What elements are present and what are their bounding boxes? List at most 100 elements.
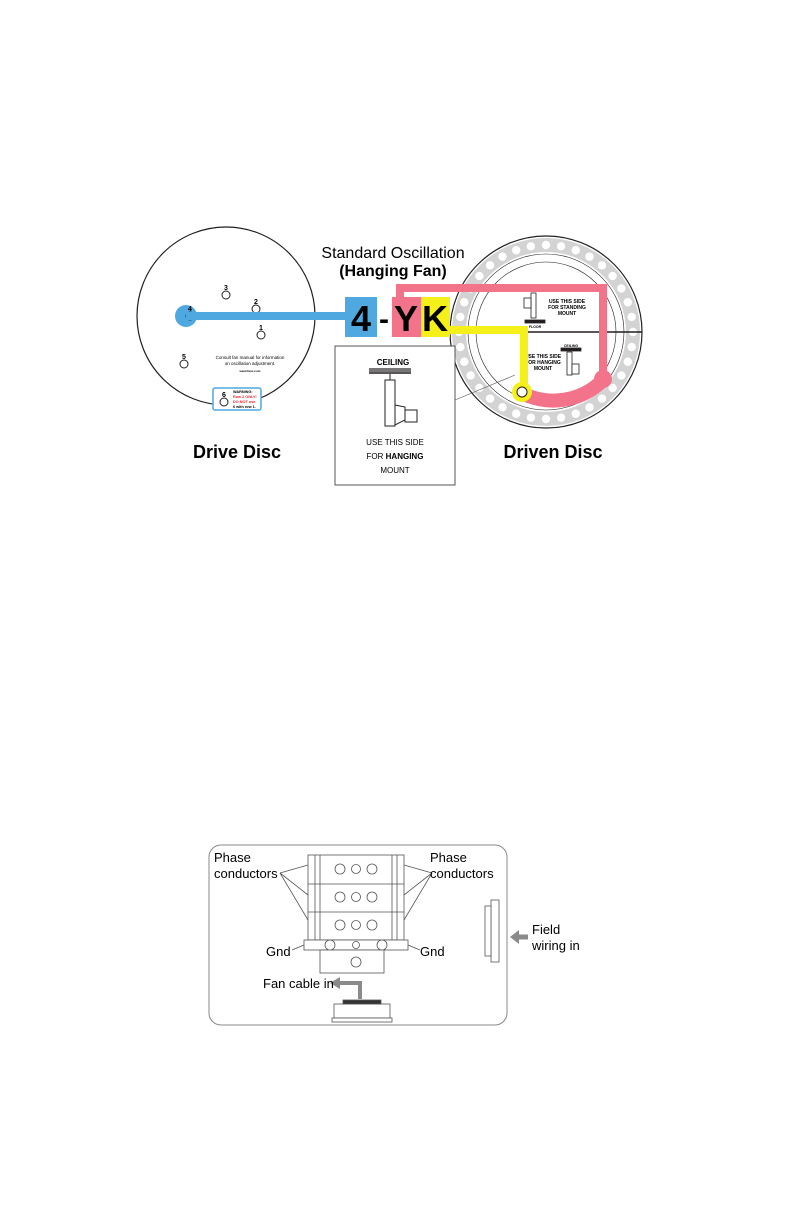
inset-line-1: USE THIS SIDE: [366, 438, 424, 447]
terminal-screw: [351, 864, 361, 874]
gnd-right-label: Gnd: [420, 944, 445, 959]
drive-note-2: on oscillation adjustment.: [225, 361, 276, 366]
standing-fan-icon: [523, 292, 546, 324]
phase-left-label-2: conductors: [214, 866, 278, 881]
pink-path: [396, 284, 607, 380]
code-y-box: [392, 297, 421, 337]
ring-hole: [485, 261, 495, 270]
hanging-inset: CEILING USE THIS SIDE FOR HANGING MOUNT: [334, 345, 456, 486]
ceiling-label: CEILING: [564, 344, 578, 348]
terminal-screw: [334, 891, 346, 903]
terminal-screw: [351, 892, 361, 902]
ring-hole: [608, 271, 617, 281]
ring-hole: [512, 246, 521, 255]
fan-cable-arrow-head: [330, 977, 340, 989]
drive-website: www.fans.com: [239, 369, 261, 373]
floor-label: FLOOR: [529, 325, 542, 329]
ring-hole: [498, 403, 507, 412]
code-dash: -: [379, 303, 389, 336]
drive-note-1: Consult fan manual for information: [216, 355, 285, 360]
hanging-line-3: MOUNT: [534, 366, 552, 372]
warning-line-3: 6 with row 1.: [233, 405, 256, 409]
diagram-subtitle: (Hanging Fan): [339, 263, 447, 280]
hanging-fan-icon: [560, 347, 582, 376]
ring-hole: [617, 371, 626, 380]
ring-hole: [627, 342, 636, 352]
terminal-block: [279, 854, 500, 1023]
terminal-screw: [366, 863, 378, 875]
ring-hole: [456, 342, 465, 352]
ring-hole: [541, 240, 551, 250]
terminal-screw: [334, 919, 346, 931]
hole-3-label: 3: [224, 285, 228, 292]
ring-hole: [571, 246, 580, 255]
driven-disc-label: Driven Disc: [503, 442, 602, 462]
ring-hole: [526, 413, 536, 422]
ring-hole: [475, 271, 484, 281]
ring-hole: [585, 403, 594, 412]
terminal-screw: [351, 920, 361, 930]
terminal-screw: [334, 863, 346, 875]
hole-2-label: 2: [254, 299, 258, 306]
code-y: Y: [394, 298, 418, 339]
code-k-box: [421, 297, 450, 337]
ring-hole: [512, 409, 521, 418]
hole-4-label: 4: [188, 306, 192, 313]
code-k: K: [422, 298, 448, 339]
terminal-screw: [366, 919, 378, 931]
ring-hole: [571, 409, 580, 418]
code-4-box: [345, 297, 377, 337]
ring-hole: [597, 394, 607, 403]
hanging-line-1: USE THIS SIDE: [525, 354, 562, 360]
code-number: 4: [351, 298, 371, 339]
gnd-left-label: Gnd: [266, 944, 291, 959]
ring-hole: [485, 394, 495, 403]
phase-left-label-1: Phase: [214, 850, 251, 865]
ring-hole: [623, 357, 632, 366]
ring-hole: [617, 284, 626, 293]
ring-hole: [460, 298, 469, 307]
inset-fan-icon: [384, 374, 418, 427]
hole-6-label: 6: [222, 392, 226, 399]
hanging-line-2: FOR HANGING: [525, 360, 561, 366]
warning-title: WARNING:: [233, 390, 253, 394]
warning-line-2: DO NOT use: [233, 400, 255, 404]
ring-hole: [475, 383, 484, 393]
ring-hole: [498, 252, 507, 261]
warning-line-1: Row 2 ONLY!: [233, 395, 257, 399]
ring-hole: [597, 261, 607, 270]
inset-line-3: MOUNT: [380, 466, 409, 475]
yellow-path: [450, 326, 528, 388]
standing-line-1: USE THIS SIDE: [549, 299, 586, 305]
callout-line: [454, 374, 516, 401]
drive-disc-label: Drive Disc: [193, 442, 281, 462]
terminal-screw: [366, 891, 378, 903]
standing-line-3: MOUNT: [558, 311, 576, 317]
fan-cable-label: Fan cable in: [263, 976, 334, 991]
ring-hole: [623, 298, 632, 307]
ring-hole: [556, 413, 566, 422]
phase-right-label-2: conductors: [430, 866, 494, 881]
hole-5-label: 5: [182, 354, 186, 361]
ring-hole: [585, 252, 594, 261]
phase-right-label-1: Phase: [430, 850, 467, 865]
inset-ceiling: CEILING: [377, 358, 409, 367]
ring-hole: [456, 312, 465, 322]
inset-line-2: FOR HANGING: [367, 452, 424, 461]
diagram-title: Standard Oscillation: [321, 245, 464, 262]
ring-hole: [608, 383, 617, 393]
hole-1-label: 1: [259, 325, 263, 332]
field-wiring-label-2: wiring in: [531, 938, 580, 953]
standing-line-2: FOR STANDING: [548, 305, 586, 311]
field-wiring-label-1: Field: [532, 922, 560, 937]
ring-hole: [556, 242, 566, 251]
ring-hole: [627, 312, 636, 322]
ceiling-hatch: [369, 368, 411, 372]
wiring-diagram: Phase conductors Phase conductors Gnd Gn…: [208, 844, 580, 1026]
ring-hole: [460, 357, 469, 366]
ring-hole: [526, 242, 536, 251]
warning-box: [212, 387, 262, 411]
ring-hole: [541, 414, 551, 424]
fan-cable-arrow: [338, 981, 362, 999]
